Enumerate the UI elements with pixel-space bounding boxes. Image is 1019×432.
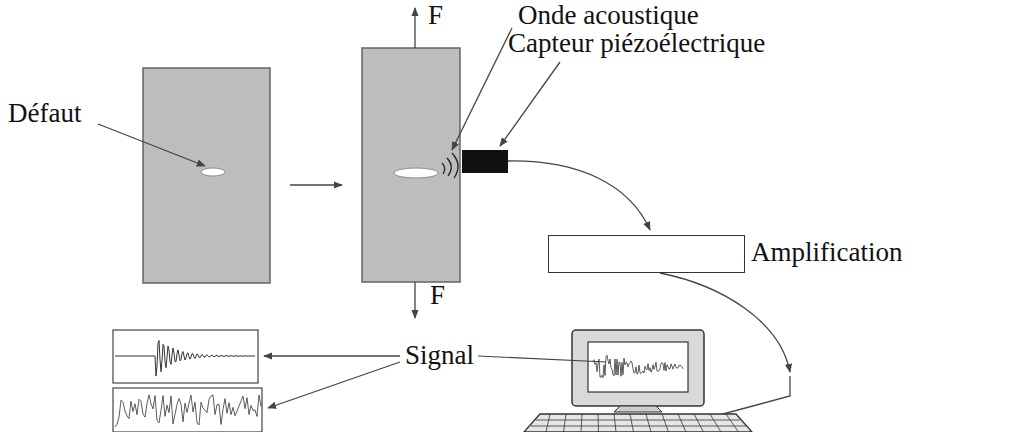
computer (524, 330, 752, 432)
leader-line (268, 362, 400, 408)
sensor-label: Capteur piézoélectrique (508, 28, 765, 58)
amplifier-label: Amplification (751, 237, 902, 267)
leader-line (500, 62, 560, 146)
leader-line (478, 356, 606, 362)
defect-small (201, 168, 225, 176)
signal-wire (508, 161, 650, 230)
force-arrow (414, 282, 415, 318)
defect-label: Défaut (8, 98, 81, 128)
acoustic-wave (442, 153, 458, 178)
wave-label: Onde acoustique (518, 0, 699, 30)
leader-line (264, 355, 400, 356)
burst-signal (115, 340, 255, 376)
signal-label: Signal (405, 340, 474, 370)
monitor-signal (593, 355, 683, 378)
leader-line (98, 124, 205, 166)
force-arrow (414, 8, 415, 48)
signal-wire (708, 376, 790, 418)
continuous-signal (115, 395, 261, 427)
force-label: F (430, 280, 445, 310)
continuous-signal-plot (113, 388, 262, 432)
force-label: F (428, 0, 443, 30)
amplifier-box: Amplification (548, 235, 745, 273)
defect-grown (394, 168, 438, 178)
transition-arrow (290, 184, 342, 185)
leader-line (452, 28, 512, 150)
plate-loaded (362, 48, 460, 282)
plate-initial (143, 68, 270, 283)
piezo-sensor (462, 150, 508, 173)
burst-signal-plot (113, 330, 258, 383)
